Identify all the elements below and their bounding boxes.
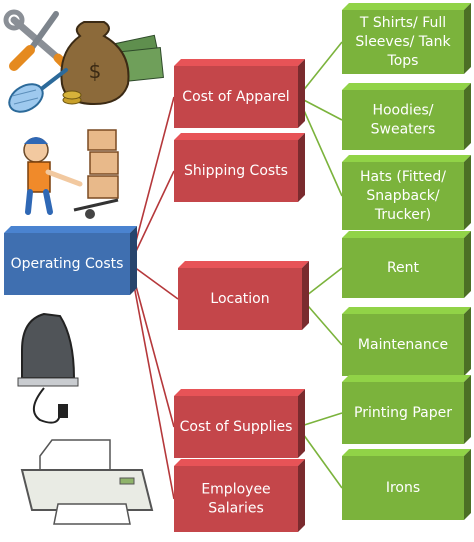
connector-apparel-item-2 (297, 96, 343, 197)
item-node-5: Printing Paper (342, 375, 471, 444)
item-node-0-label: Tops (387, 53, 419, 69)
item-node-4-label: Maintenance (358, 337, 448, 353)
item-node-2: Hats (Fitted/Snapback/Trucker) (342, 155, 471, 230)
category-node-location-label: Location (210, 291, 269, 307)
connector-apparel-item-0 (297, 41, 343, 98)
clothes-iron-icon (17, 312, 79, 424)
money-bag-icon: $ (60, 21, 164, 106)
root-node-label: Operating Costs (11, 256, 124, 272)
category-node-shipping: Shipping Costs (174, 133, 305, 202)
root-node: Operating Costs (4, 226, 137, 295)
item-node-4: Maintenance (342, 307, 471, 376)
tools-icon (3, 9, 69, 71)
connector-apparel-item-1 (297, 96, 343, 121)
item-node-2-label: Trucker) (374, 207, 431, 223)
category-node-salaries-label: Employee (201, 482, 270, 498)
category-node-supplies-label: Cost of Supplies (180, 419, 293, 435)
connector-root-salaries (129, 263, 175, 500)
connector-root-shipping (129, 170, 175, 265)
printer-icon (20, 439, 154, 525)
category-node-supplies: Cost of Supplies (174, 389, 305, 458)
category-node-apparel-label: Cost of Apparel (182, 89, 289, 105)
connector-root-location (129, 263, 179, 300)
connector-supplies-item-5 (297, 412, 343, 428)
item-node-6-label: Irons (386, 480, 420, 496)
connectors (129, 41, 343, 500)
svg-text:$: $ (89, 59, 102, 83)
connector-supplies-item-6 (297, 426, 343, 489)
category-node-location: Location (178, 261, 309, 330)
delivery-man-icon (23, 129, 119, 219)
item-node-1-label: Hoodies/ (372, 103, 433, 119)
item-node-3: Rent (342, 231, 471, 298)
item-node-1: Hoodies/Sweaters (342, 83, 471, 150)
item-node-0-label: T Shirts/ Full (359, 15, 446, 31)
category-node-salaries-label: Salaries (208, 501, 264, 517)
item-node-6: Irons (342, 449, 471, 520)
connector-root-supplies (129, 263, 175, 428)
category-node-shipping-label: Shipping Costs (184, 163, 288, 179)
item-node-0-label: Sleeves/ Tank (355, 34, 451, 50)
item-node-3-label: Rent (387, 260, 420, 276)
item-node-2-label: Snapback/ (366, 188, 439, 204)
item-node-2-label: Hats (Fitted/ (360, 169, 446, 185)
item-node-1-label: Sweaters (371, 122, 436, 138)
feather-duster-icon (8, 68, 68, 113)
category-node-apparel: Cost of Apparel (174, 59, 305, 128)
connector-root-apparel (129, 96, 175, 265)
item-node-5-label: Printing Paper (354, 405, 452, 421)
